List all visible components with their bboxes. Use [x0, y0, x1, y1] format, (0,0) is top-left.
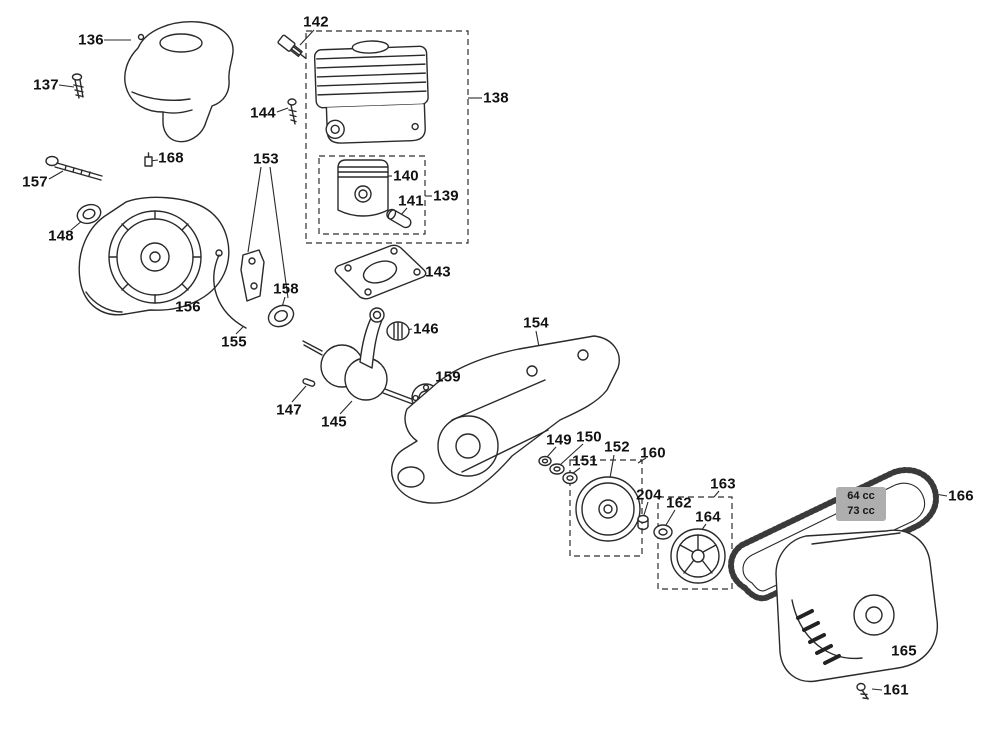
woodruff-key-part — [302, 378, 316, 387]
part-label-160: 160 — [640, 444, 666, 462]
crankshaft-part — [302, 307, 439, 414]
screw-144-part — [287, 98, 297, 125]
part-label-165: 165 — [891, 642, 917, 660]
part-label-162: 162 — [666, 494, 692, 512]
part-label-148: 148 — [48, 227, 74, 245]
cylinder-gasket-part — [334, 244, 427, 300]
part-label-166: 166 — [948, 487, 974, 505]
part-label-204: 204 — [636, 486, 662, 504]
part-label-164: 164 — [695, 508, 721, 526]
piston-part — [337, 159, 389, 217]
cylinder-assembly-outline-138 — [305, 30, 469, 244]
part-label-149: 149 — [546, 431, 572, 449]
part-label-157: 157 — [22, 173, 48, 191]
wire-155-part — [213, 249, 247, 329]
part-label-155: 155 — [221, 333, 247, 351]
clutch-outline-163 — [657, 496, 733, 590]
clutch-cover-part — [775, 529, 939, 683]
part-label-161: 161 — [883, 681, 909, 699]
flywheel-crankcase-part — [78, 196, 230, 316]
part-label-159: 159 — [435, 368, 461, 386]
cylinder-cover-part — [124, 21, 234, 143]
washer-149-part — [538, 455, 552, 467]
part-label-152: 152 — [604, 438, 630, 456]
clutch-drum-part — [575, 476, 641, 542]
part-label-138: 138 — [483, 89, 509, 107]
spacer-204-part — [637, 514, 649, 531]
part-label-150: 150 — [576, 428, 602, 446]
part-label-168: 168 — [158, 149, 184, 167]
screw-161-part — [856, 682, 869, 700]
spark-plug-part — [277, 34, 307, 60]
cc-line-1: 64 cc — [847, 490, 875, 503]
bolt-157-part — [45, 155, 103, 181]
part-label-140: 140 — [393, 167, 419, 185]
clip-168-part — [144, 152, 153, 167]
part-label-141: 141 — [398, 192, 424, 210]
piston-pin-part — [386, 208, 412, 229]
part-label-146: 146 — [413, 320, 439, 338]
engine-cc-badge: 64 cc 73 cc — [836, 487, 886, 521]
clutch-part — [670, 528, 726, 584]
part-label-147: 147 — [276, 401, 302, 419]
saw-chain-part — [728, 467, 939, 602]
cylinder-part — [313, 40, 429, 144]
needle-bearing-part — [386, 321, 410, 341]
part-label-139: 139 — [433, 187, 459, 205]
washer-151-part — [562, 471, 578, 485]
part-label-142: 142 — [303, 13, 329, 31]
part-label-136: 136 — [78, 31, 104, 49]
part-label-163: 163 — [710, 475, 736, 493]
part-label-151: 151 — [572, 452, 598, 470]
cc-line-2: 73 cc — [847, 505, 875, 517]
clutch-drum-outline-160 — [569, 459, 643, 557]
part-label-156: 156 — [175, 298, 201, 316]
part-label-153: 153 — [253, 150, 279, 168]
oil-seal-158-part — [267, 304, 295, 328]
bracket-153-part — [240, 249, 265, 302]
part-label-154: 154 — [523, 314, 549, 332]
oil-seal-148-part — [76, 203, 102, 225]
part-label-158: 158 — [273, 280, 299, 298]
washer-150-part — [549, 463, 565, 475]
crankcase-half-part — [390, 335, 620, 504]
piston-assembly-outline-139 — [318, 155, 426, 235]
part-label-145: 145 — [321, 413, 347, 431]
part-label-143: 143 — [425, 263, 451, 281]
washer-162-part — [653, 524, 673, 540]
part-label-144: 144 — [250, 104, 276, 122]
part-label-137: 137 — [33, 76, 59, 94]
screw-137-part — [71, 73, 84, 99]
